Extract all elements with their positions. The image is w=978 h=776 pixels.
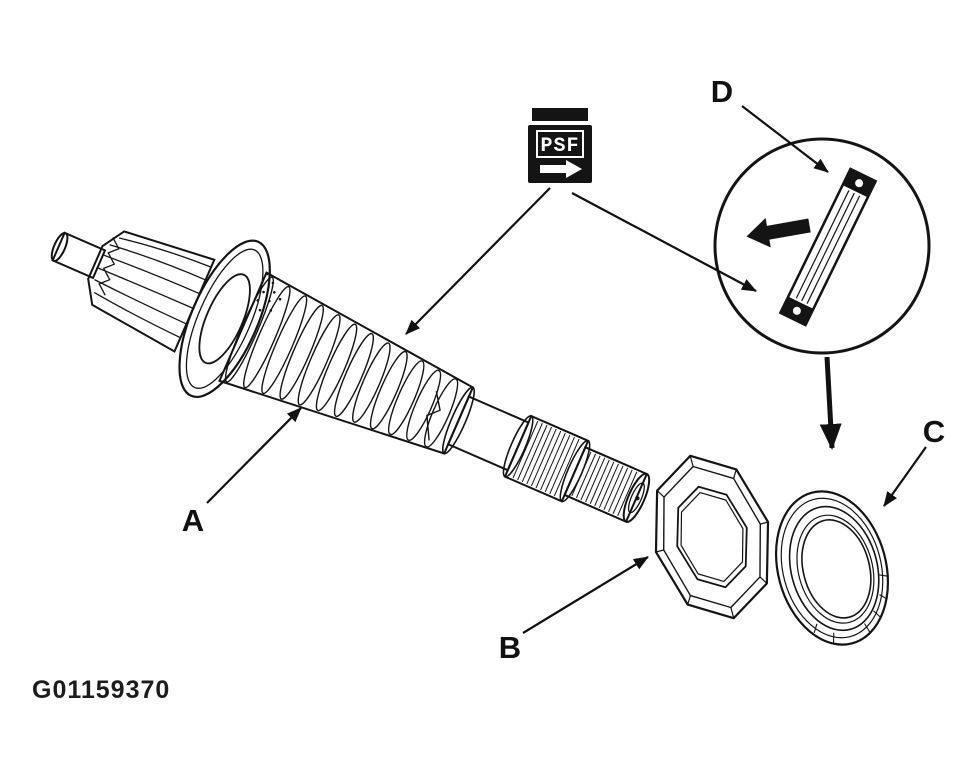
surface-break-mark <box>426 391 441 441</box>
shaft-tip-stub <box>50 231 107 280</box>
callout-line-b <box>522 556 649 634</box>
callout-line-a <box>206 407 302 504</box>
figure-id: G01159370 <box>32 676 170 704</box>
splined-tip <box>563 445 651 523</box>
washer-facet-lines <box>655 455 769 619</box>
direction-arrow-icon <box>746 217 811 248</box>
callout-line-psf-to-seal-strip <box>571 192 757 292</box>
psf-arrow-icon <box>540 160 582 178</box>
seal-strip <box>778 167 878 327</box>
callout-line-psf-to-shaft <box>405 187 551 335</box>
pinion-shaft-illustration <box>50 230 651 523</box>
psf-cap-bar <box>532 108 588 121</box>
psf-label: PSF <box>540 135 579 158</box>
callout-line-d <box>741 105 829 173</box>
part-label-c: C <box>923 414 945 449</box>
oil-seal-illustration <box>774 490 890 646</box>
bearing-stipple-dots <box>256 272 282 312</box>
detail-circle <box>713 137 931 355</box>
part-label-d: D <box>711 74 733 109</box>
worm-screw-section <box>218 271 476 455</box>
detail-to-seal-arrow <box>819 356 842 450</box>
seal-tick-marks <box>813 574 888 644</box>
part-label-b: B <box>499 630 521 665</box>
callout-line-c <box>883 446 927 507</box>
detail-circle-outline <box>713 137 931 355</box>
part-label-a: A <box>182 503 204 538</box>
psf-symbol: PSF <box>528 108 592 183</box>
bearing-ring <box>178 239 282 399</box>
lock-washer-illustration <box>654 454 770 620</box>
helical-gear <box>87 230 216 353</box>
tip-center-dot <box>635 496 640 501</box>
